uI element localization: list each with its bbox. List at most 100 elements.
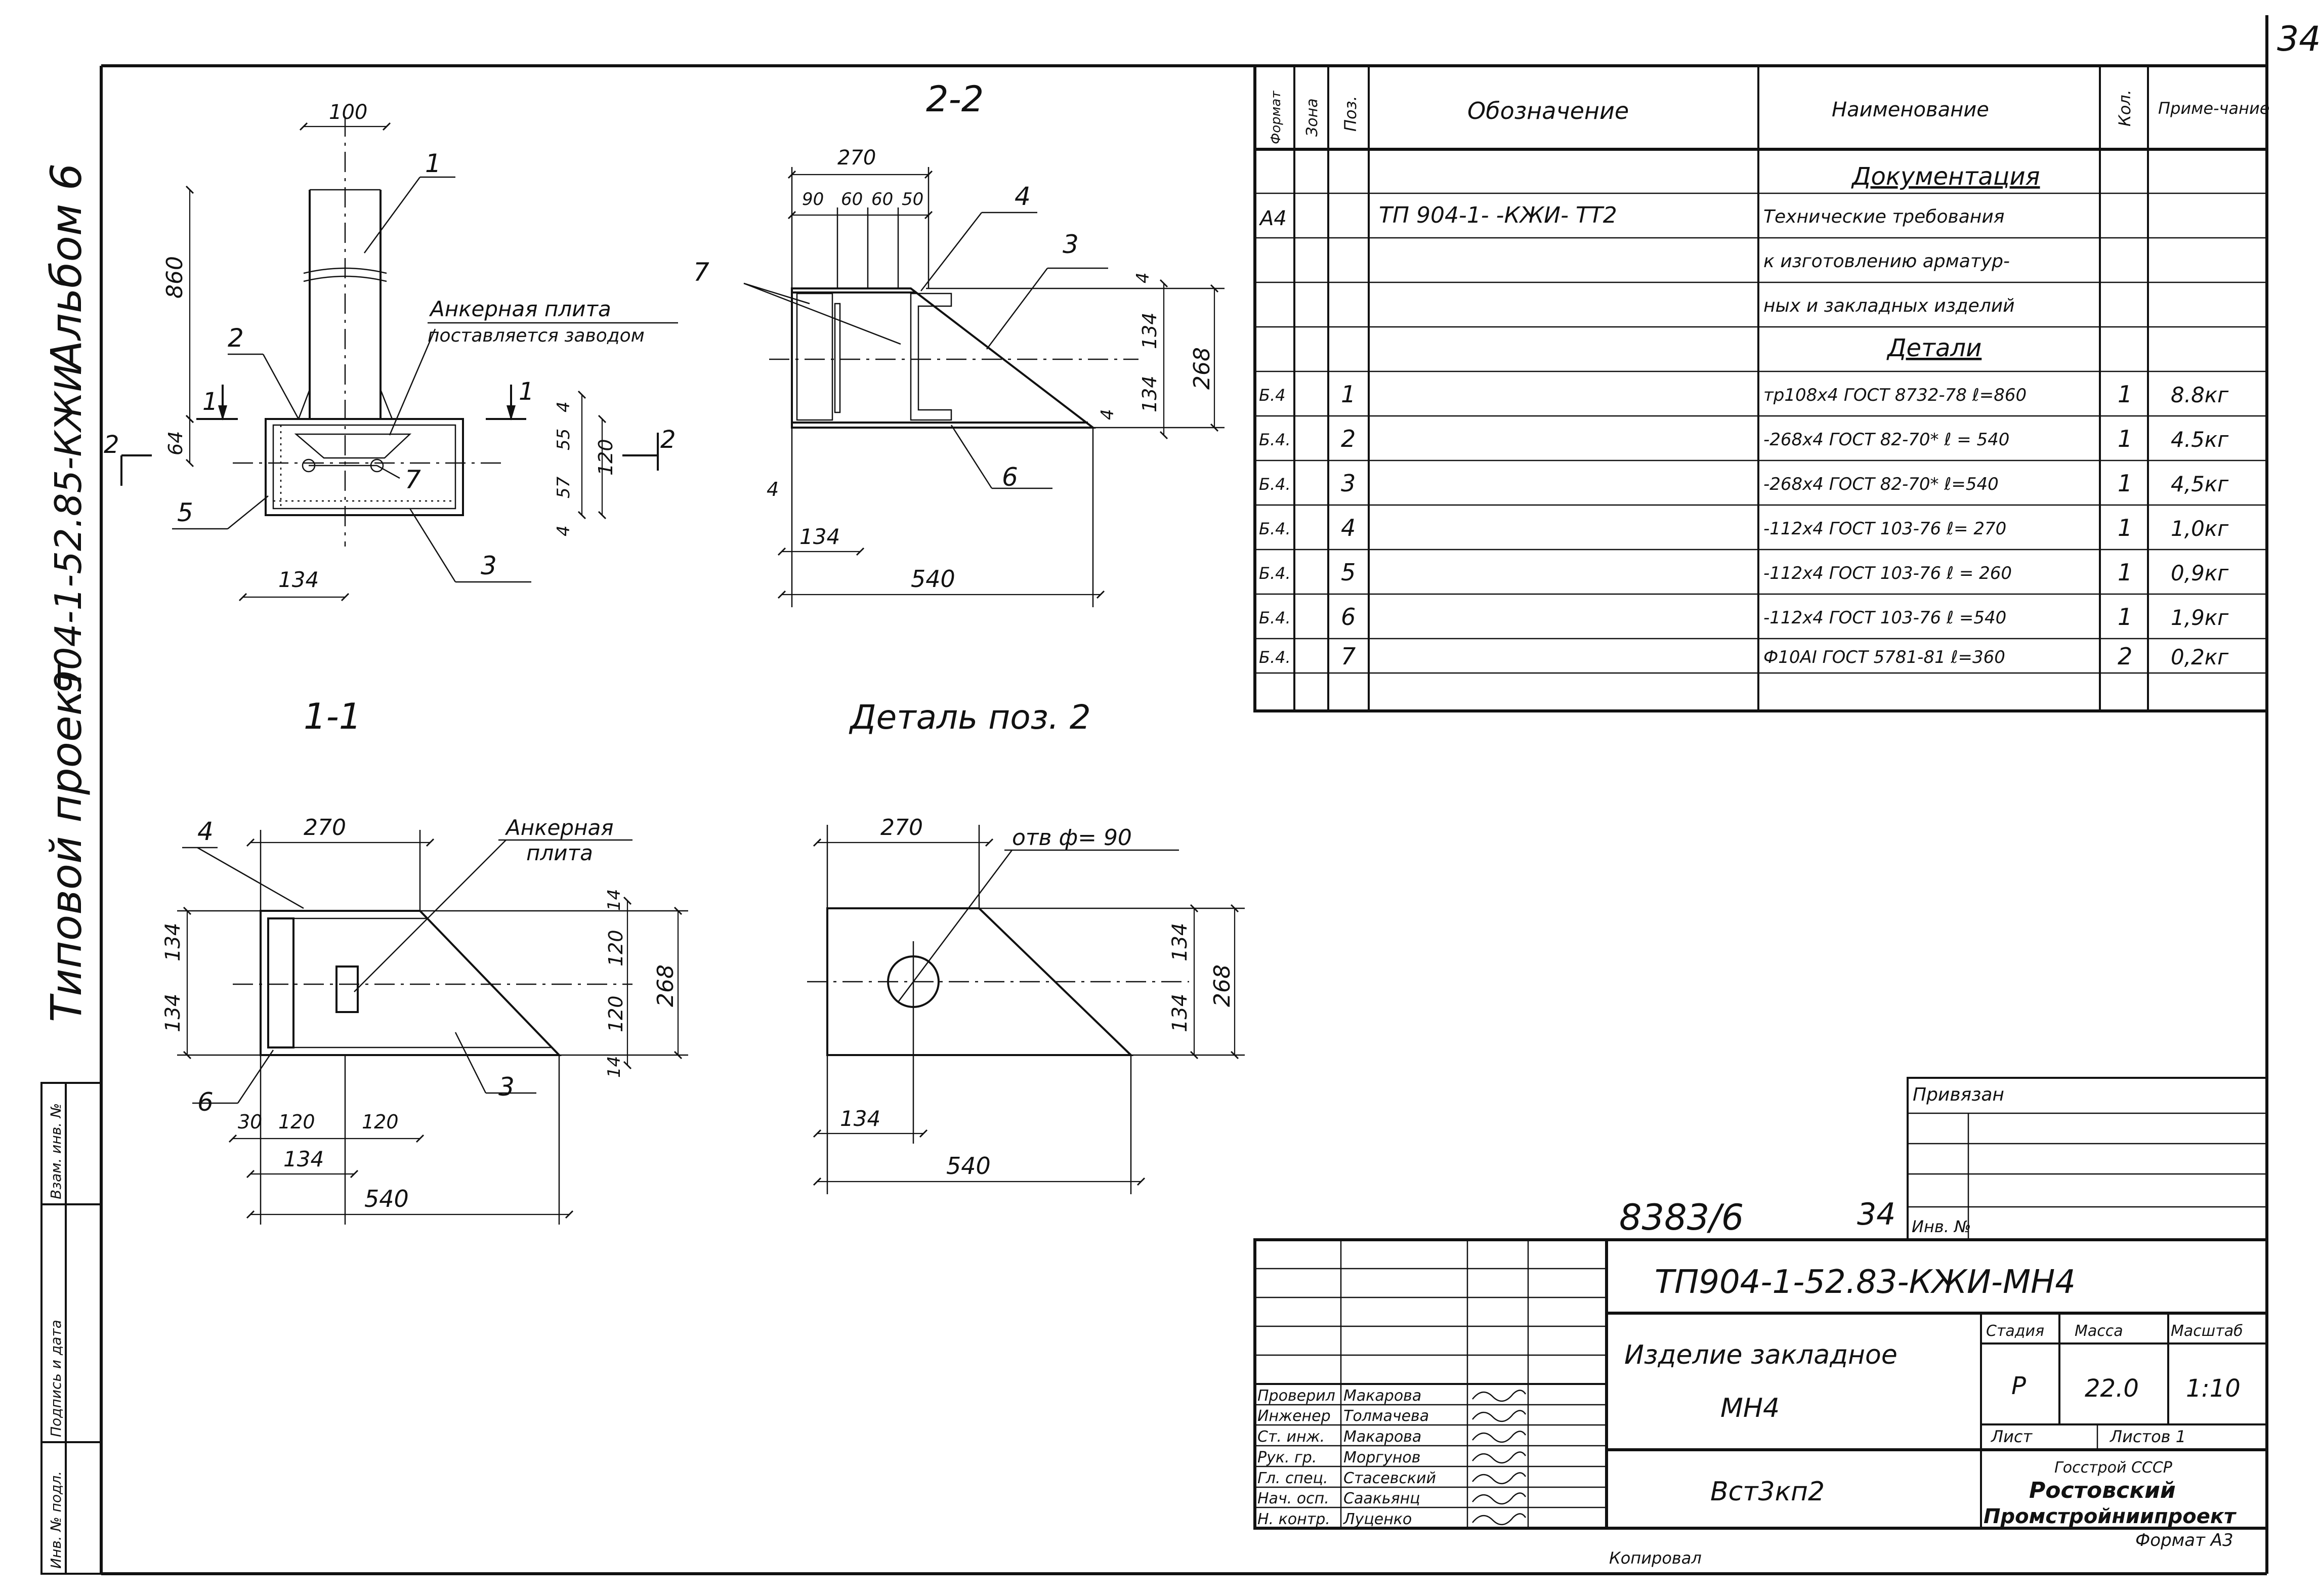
spec-row: Б.4 1 тр108х4 ГОСТ 8732-78 ℓ=860 1 8.8кг: [1259, 381, 2229, 408]
callout-22-6: 6: [1002, 463, 1018, 492]
anchor-note-line1: Анкерная плита: [429, 297, 611, 321]
spec-row-qty: 1: [2118, 381, 2132, 408]
detail-title: Деталь поз. 2: [849, 698, 1091, 737]
section-parts: Детали: [1886, 334, 1981, 362]
dim-11-120-bot: 120: [605, 995, 627, 1032]
spec-row-pos: 6: [1341, 603, 1356, 631]
staff-role: Ст. инж.: [1257, 1428, 1325, 1446]
sheets-label: Листов 1: [2110, 1427, 2186, 1446]
dim-64: 64: [164, 431, 187, 455]
format-label: Формат А3: [2135, 1530, 2233, 1550]
sheet-label: Лист: [1991, 1427, 2033, 1446]
callout-11-4: 4: [197, 817, 214, 846]
detail-pos-2: Деталь поз. 2 отв ф= 90 270 134 134 268 …: [807, 698, 1245, 1194]
section-1-1-title: 1-1: [304, 696, 361, 737]
dim-55: 55: [554, 429, 574, 450]
cut-2-right: 2: [660, 426, 676, 454]
item-name-line1: Изделие закладное: [1624, 1340, 1898, 1370]
doc-designation: ТП 904-1- -КЖИ- ТТ2: [1379, 202, 1617, 228]
mass-value: 22.0: [2085, 1374, 2139, 1403]
doc-code: ТП904-1-52.83-КЖИ-МН4: [1655, 1264, 2076, 1301]
staff-role: Гл. спец.: [1257, 1469, 1328, 1487]
dim-22-60a: 60: [841, 189, 863, 209]
header-format: Формат: [1269, 91, 1284, 144]
spec-row-name: тр108х4 ГОСТ 8732-78 ℓ=860: [1763, 385, 2027, 405]
header-qty: Кол.: [2115, 90, 2134, 127]
dim-22-270: 270: [837, 146, 876, 170]
side-project-code: 904-1-52.85-КЖИ: [47, 364, 90, 693]
spec-row-name: -268х4 ГОСТ 82-70* ℓ = 540: [1763, 430, 2009, 450]
scale-value: 1:10: [2186, 1374, 2241, 1403]
spec-row-pos: 1: [1341, 381, 1356, 408]
staff-row: Проверил Макарова: [1257, 1387, 1527, 1405]
dim-11-14-bot: 14: [604, 1056, 624, 1078]
spec-row-qty: 1: [2118, 603, 2132, 631]
spec-row-format: Б.4.: [1259, 519, 1291, 538]
page-number: 34: [2277, 19, 2319, 59]
doc-name-line3: ных и закладных изделий: [1763, 296, 2015, 316]
header-designation: Обозначение: [1467, 97, 1629, 124]
callout-5: 5: [177, 498, 193, 527]
anchor-note-line2: поставляется заводом: [428, 325, 645, 346]
item-name-line2: МН4: [1720, 1393, 1780, 1423]
dim-22-268: 268: [1189, 347, 1215, 390]
dim-11-134-bot: 134: [161, 994, 185, 1032]
dim-11-120b: 120: [362, 1111, 399, 1133]
spec-row-format: Б.4.: [1259, 430, 1291, 449]
dim-22-50: 50: [902, 189, 923, 209]
staff-role: Проверил: [1257, 1387, 1335, 1405]
mass-label: Масса: [2075, 1322, 2123, 1340]
binding-label: Привязан: [1913, 1084, 2004, 1105]
staff-name: Луценко: [1343, 1510, 1412, 1528]
dim-22-60b: 60: [871, 189, 893, 209]
staff-role: Инженер: [1257, 1407, 1331, 1425]
staff-row: Нач. осп. Саакьянц: [1257, 1490, 1527, 1507]
cut-1-left: 1: [202, 388, 218, 416]
dim-134: 134: [278, 567, 319, 592]
spec-row-note: 8.8кг: [2171, 383, 2229, 407]
copied-label: Копировал: [1609, 1548, 1702, 1568]
left-stamp: Инв. № подл. Подпись и дата Взам. инв. №: [40, 1082, 102, 1575]
spec-row-note: 4.5кг: [2171, 427, 2229, 452]
stamp-replace-label: Взам. инв. №: [48, 1103, 64, 1199]
spec-row-qty: 1: [2118, 559, 2132, 586]
spec-row-pos: 3: [1341, 470, 1356, 497]
spec-row: Б.4. 3 -268х4 ГОСТ 82-70* ℓ=540 1 4,5кг: [1259, 470, 2229, 497]
dim-22-90: 90: [802, 189, 824, 209]
dim-11-270: 270: [304, 815, 346, 841]
callout-22-7: 7: [693, 258, 709, 287]
dim-d-268: 268: [1209, 964, 1235, 1007]
spec-row: Б.4. 5 -112х4 ГОСТ 103-76 ℓ = 260 1 0,9к…: [1259, 559, 2229, 586]
staff-name: Макарова: [1343, 1428, 1421, 1446]
callout-7: 7: [405, 465, 421, 494]
staff-name: Моргунов: [1343, 1449, 1420, 1466]
org-line3: Промстройниипроект: [1984, 1505, 2237, 1528]
spec-row-format: Б.4.: [1259, 475, 1291, 494]
callout-22-3: 3: [1063, 230, 1079, 259]
side-project-prefix: Типовой проект: [41, 664, 91, 1022]
binding-block: Привязан Инв. № 8383/6 34: [1619, 1077, 2268, 1241]
callout-2: 2: [228, 323, 244, 353]
spec-row-name: -112х4 ГОСТ 103-76 ℓ= 270: [1763, 519, 2006, 539]
dim-22-134: 134: [799, 524, 840, 549]
spec-row-name: -112х4 ГОСТ 103-76 ℓ = 260: [1763, 563, 2012, 583]
dim-11-30: 30: [238, 1111, 262, 1133]
doc-name-line2: к изготовлению арматур-: [1763, 251, 2010, 272]
dim-d-134-top: 134: [1168, 923, 1192, 961]
spec-row: Б.4. 6 -112х4 ГОСТ 103-76 ℓ =540 1 1,9кг: [1259, 603, 2229, 631]
dim-11-120a: 120: [278, 1111, 315, 1133]
spec-row-qty: 2: [2118, 643, 2132, 670]
spec-row-pos: 2: [1341, 425, 1356, 452]
callout-1: 1: [425, 149, 441, 178]
callout-3: 3: [481, 551, 497, 580]
staff-row: Н. контр. Луценко: [1257, 1510, 1527, 1528]
dim-100: 100: [329, 101, 367, 124]
dim-22-134-top: 134: [1139, 312, 1161, 349]
dim-22-4-top: 4: [1133, 272, 1153, 283]
dim-22-134-bot: 134: [1139, 375, 1161, 412]
side-album: Альбом 6: [41, 163, 91, 372]
dim-d-540: 540: [946, 1152, 991, 1180]
staff-role: Рук. гр.: [1257, 1449, 1317, 1466]
callout-22-4: 4: [1015, 182, 1031, 211]
doc-name-line1: Технические требования: [1763, 206, 2004, 227]
